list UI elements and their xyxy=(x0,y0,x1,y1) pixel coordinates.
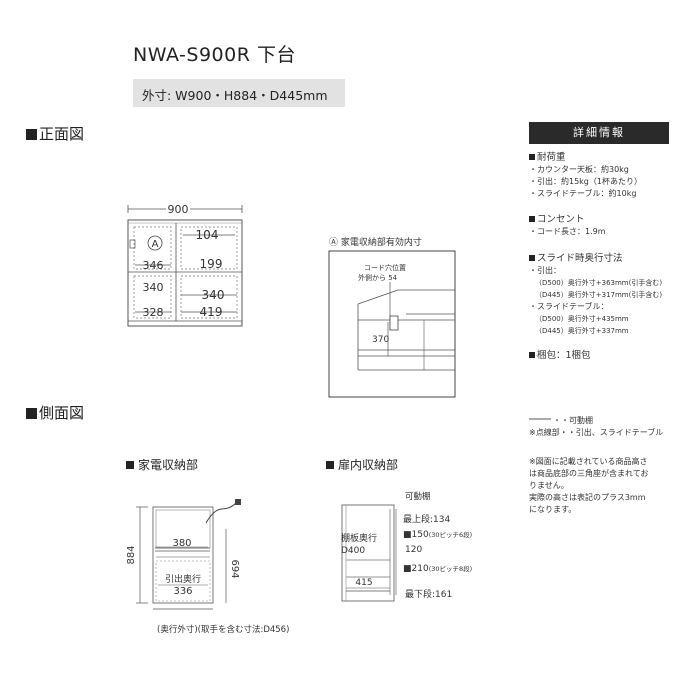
shelf-210: ■210(30ピッチ8段) xyxy=(403,564,473,574)
left-lower-height: 340 xyxy=(143,281,164,294)
front-view-drawing: 900 A 104 346 199 340 340 328 419 xyxy=(127,202,243,327)
front-view-heading: 正面図 xyxy=(26,123,84,144)
left-lower-depth: 328 xyxy=(143,306,164,319)
slide-item: （D500）奥行外寸+363mm(引手含む) xyxy=(535,279,663,287)
door-side-drawing: 415 xyxy=(341,504,397,602)
outlet-item: ・コード長さ：1.9m xyxy=(529,227,606,236)
slide-item: （D445）奥行外寸+337mm xyxy=(535,327,629,335)
right-upper-dim: 199 xyxy=(200,257,223,271)
detail-a-height: 370 xyxy=(372,335,389,345)
bottom-shelf-dim: 最下段:161 xyxy=(405,590,453,600)
detail-a-title: Ⓐ 家電収納部有効内寸 xyxy=(329,238,422,248)
height-note: ※図面に記載されている商品高さ は商品底部の三角座が含まれてお りません。 実際… xyxy=(529,456,669,516)
shelf-120: 120 xyxy=(405,545,423,555)
side-view-heading: 側面図 xyxy=(26,402,84,423)
drawer-depth: 336 xyxy=(173,586,192,597)
left-upper-dim: 346 xyxy=(143,259,164,272)
details-heading: 詳細情報 xyxy=(529,122,669,144)
slide-item: （D500）奥行外寸+435mm xyxy=(535,315,629,323)
shelf-150-note: (30ピッチ6段) xyxy=(428,531,473,539)
load-item: ・スライドテーブル：約10kg xyxy=(529,189,637,198)
note-line: になります。 xyxy=(529,505,577,514)
slide-item: ・スライドテーブル： xyxy=(529,302,609,311)
legend-dotted: ※点線部・・引出、スライドテーブル xyxy=(529,428,664,437)
product-title: NWA-S900R 下台 xyxy=(133,44,296,66)
dimensions-bar: 外寸: W900・H884・D445mm xyxy=(133,79,345,107)
appliance-depth-note: (奥行外寸)(取手を含む寸法:D456) xyxy=(157,625,290,635)
detail-a-drawing: コード穴位置 外側から 54 370 xyxy=(328,250,456,398)
slide-section: スライド時奥行寸法 ・引出： （D500）奥行外寸+363mm(引手含む) （D… xyxy=(529,253,669,337)
shelf-150-value: 150 xyxy=(411,530,429,540)
note-line: ※図面に記載されている商品高さ xyxy=(529,457,648,466)
top-shelf-dim: 最上段:134 xyxy=(403,515,451,525)
right-lower-depth: 419 xyxy=(200,305,223,319)
shelf-210-note: (30ピッチ8段) xyxy=(428,565,473,573)
detail-a-note-1: コード穴位置 xyxy=(364,263,406,272)
appliance-height: 884 xyxy=(126,545,137,564)
slide-item: ・引出： xyxy=(529,266,561,275)
load-item: ・カウンター天板：約30kg xyxy=(529,165,629,174)
shelf-label-1: 棚板奥行 xyxy=(341,534,378,544)
outlet-section: コンセント ・コード長さ：1.9m xyxy=(529,214,669,238)
dimensions-text: 外寸: W900・H884・D445mm xyxy=(142,88,328,103)
load-section: 耐荷重 ・カウンター天板：約30kg ・引出：約15kg（1杯あたり） ・スライ… xyxy=(529,152,669,200)
marker-a-circle xyxy=(147,235,163,251)
slide-item: （D445）奥行外寸+317mm(引手含む) xyxy=(535,291,663,299)
door-depth: 415 xyxy=(355,578,372,588)
legend-adjustable-text: ・・可動棚 xyxy=(553,416,593,425)
note-line: は商品底部の三角座が含まれてお xyxy=(529,469,649,478)
detail-a-note-2: 外側から 54 xyxy=(358,273,398,282)
shelf-210-value: 210 xyxy=(411,564,429,574)
adjustable-shelf-label: 可動棚 xyxy=(405,492,431,502)
right-lower-height: 340 xyxy=(202,288,225,302)
appliance-right-height: 694 xyxy=(229,559,240,578)
adjustable-line-swatch xyxy=(529,418,551,420)
appliance-side-drawing: 884 380 引出奥行 336 694 445 xyxy=(126,499,241,610)
shelf-label-2: D400 xyxy=(341,546,366,556)
shelf-150: ■150(30ピッチ6段) xyxy=(403,530,473,540)
outlet-heading: コンセント xyxy=(529,214,669,226)
load-item: ・引出：約15kg（1杯あたり） xyxy=(529,177,642,186)
slide-heading: スライド時奥行寸法 xyxy=(529,253,669,265)
door-section-heading: 扉内収納部 xyxy=(326,456,398,473)
load-heading: 耐荷重 xyxy=(529,152,669,164)
shelf-depth-label: 棚板奥行 D400 xyxy=(341,533,377,557)
pack-heading: 梱包：1梱包 xyxy=(529,350,669,362)
note-line: 実際の高さは表記のプラス3mm xyxy=(529,493,646,502)
legend-adjustable: ・・可動棚 xyxy=(529,415,669,427)
marker-a: A xyxy=(152,239,159,250)
pack-section: 梱包：1梱包 xyxy=(529,350,669,362)
front-width-label: 900 xyxy=(168,203,189,216)
upper-right-dim: 104 xyxy=(196,228,219,242)
appliance-section-heading: 家電収納部 xyxy=(126,456,198,473)
legend: ・・可動棚 ※点線部・・引出、スライドテーブル xyxy=(529,415,669,439)
note-line: りません。 xyxy=(529,481,569,490)
appliance-upper-width: 380 xyxy=(172,538,191,549)
drawer-label: 引出奥行 xyxy=(165,573,201,585)
